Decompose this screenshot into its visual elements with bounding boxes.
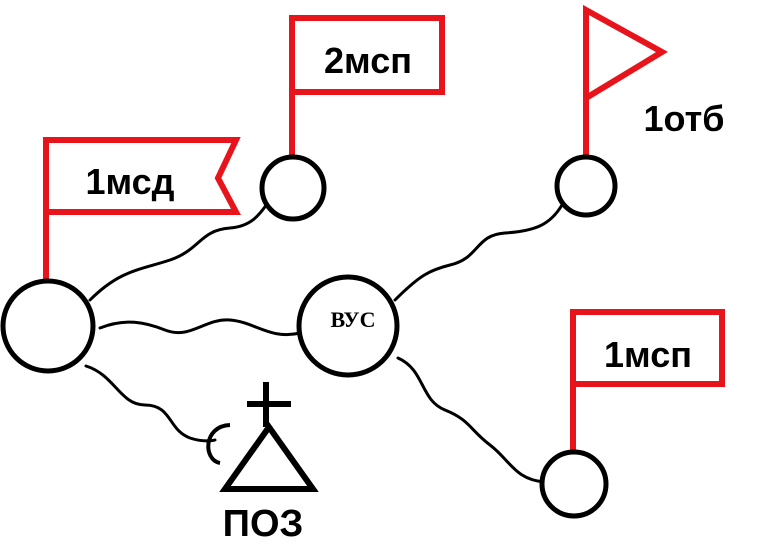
link-hq-poz (84, 364, 217, 443)
link-hq-vus (98, 318, 302, 336)
flag-1msp-label: 1мсп (604, 334, 692, 375)
flag-1otb-label: 1отб (644, 98, 725, 139)
poz-triangle (219, 421, 319, 492)
flag-2msp[interactable]: 2мсп (289, 15, 445, 157)
node-hq[interactable] (0, 278, 96, 374)
link-vus-otb1 (393, 203, 564, 302)
poz-label: ПОЗ (223, 503, 304, 545)
flag-1otb[interactable]: 1отб (583, 4, 725, 158)
node-vus-label: ВУС (331, 307, 376, 332)
poz-symbol[interactable] (206, 382, 319, 492)
flag-1msp[interactable]: 1мсп (570, 309, 725, 452)
connectors (84, 198, 564, 484)
flag-2msp-label: 2мсп (324, 40, 412, 81)
link-hq-msp2 (88, 198, 272, 302)
node-2msp[interactable] (259, 154, 327, 222)
node-vus[interactable] (296, 274, 400, 378)
flag-1msd[interactable]: 1мсд (43, 137, 241, 287)
node-1msp[interactable] (539, 449, 609, 519)
flag-1msd-label: 1мсд (85, 161, 174, 202)
node-1otb[interactable] (554, 154, 618, 218)
link-vus-msp1 (396, 356, 547, 484)
poz-arc (206, 423, 231, 465)
